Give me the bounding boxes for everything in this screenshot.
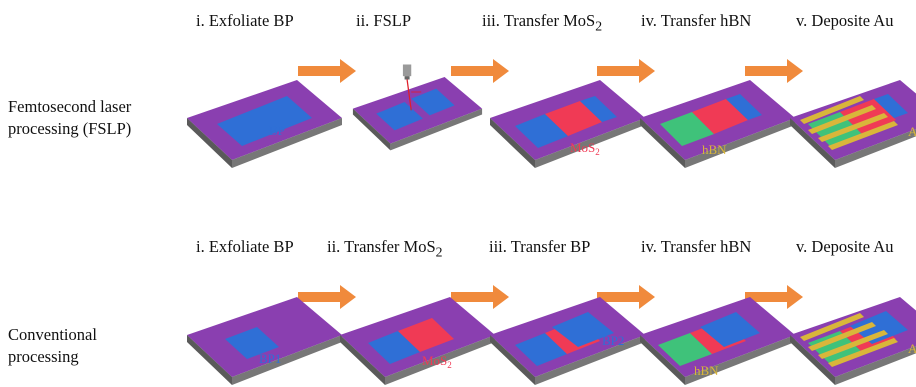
- bp2-flake: [700, 312, 760, 347]
- row-label-fslp: Femtosecond laser processing (FSLP): [8, 96, 131, 140]
- step-label: i. Exfoliate BP: [196, 11, 294, 30]
- device-deposit-au: Au: [790, 80, 916, 168]
- bp1-flake: [225, 327, 279, 359]
- au-electrode: [818, 330, 888, 359]
- substrate-side: [340, 335, 385, 385]
- row-label-line: Femtosecond laser: [8, 97, 132, 116]
- device-conv-transfer-hbn: hBN: [640, 297, 795, 385]
- step-label: v. Deposite Au: [796, 237, 894, 256]
- substrate-side: [352, 108, 391, 151]
- mos2-tag: MoS2: [422, 353, 452, 370]
- device-transfer-bp2: BP2: [490, 297, 645, 385]
- au-tag: Au: [908, 124, 916, 139]
- bp2-flake: [552, 312, 614, 347]
- au-electrode: [800, 313, 864, 341]
- objective-lens: [402, 64, 412, 77]
- substrate-side: [390, 108, 483, 151]
- hbn-tag: hBN: [694, 363, 719, 378]
- substrate-side: [535, 335, 645, 385]
- mos2-tag: MoS2: [570, 140, 600, 157]
- step-label: ii. FSLP: [356, 11, 412, 30]
- step-label: iv. Transfer hBN: [641, 11, 752, 30]
- mos2-flake: [398, 318, 454, 352]
- device-transfer-mos2: MoS2: [490, 80, 645, 168]
- device-exfoliate-bp: BP: [187, 80, 342, 168]
- au-electrode: [808, 322, 876, 351]
- mos2-flake: [692, 99, 748, 134]
- process-arrow: [298, 285, 356, 309]
- substrate-side: [790, 335, 835, 385]
- step-label: ii. Transfer MoS2: [327, 237, 443, 260]
- substrate-side: [232, 335, 342, 385]
- process-arrow: [451, 59, 509, 83]
- step-label: v. Deposite Au: [796, 11, 894, 30]
- bp-flake-right: [411, 88, 455, 116]
- row-label-conventional: Conventional processing: [8, 324, 97, 368]
- process-arrow: [745, 285, 803, 309]
- objective-tip: [404, 76, 410, 80]
- substrate-side: [490, 118, 535, 168]
- substrate-side: [187, 335, 232, 385]
- bp-flake: [217, 96, 312, 146]
- hbn-tag: hBN: [702, 142, 727, 157]
- substrate-side: [790, 118, 835, 168]
- substrate-side: [685, 335, 795, 385]
- au-electrode: [808, 105, 876, 134]
- substrate: [352, 77, 483, 144]
- step-label: iv. Transfer hBN: [641, 237, 752, 256]
- substrate-side: [535, 118, 645, 168]
- au-tag: Au: [908, 341, 916, 356]
- bp2-flake: [850, 311, 908, 344]
- process-arrow: [298, 59, 356, 83]
- device-fslp: [352, 64, 483, 151]
- step-label: i. Exfoliate BP: [196, 237, 294, 256]
- substrate-side: [640, 118, 685, 168]
- row-label-line: Conventional: [8, 325, 97, 344]
- bp-flake: [874, 94, 908, 118]
- substrate-side: [835, 346, 916, 385]
- substrate-side: [685, 118, 795, 168]
- substrate-side: [385, 335, 495, 385]
- process-arrow: [597, 59, 655, 83]
- substrate-side: [187, 118, 232, 168]
- substrate-side: [640, 335, 685, 385]
- bp-tag: BP: [269, 123, 285, 138]
- process-arrow: [451, 285, 509, 309]
- process-arrow: [745, 59, 803, 83]
- hbn-flake: [658, 333, 712, 366]
- device-exfoliate-bp1: BP1: [187, 297, 342, 385]
- bp-flake: [726, 94, 762, 120]
- au-electrode: [800, 96, 864, 124]
- substrate-side: [232, 118, 342, 168]
- device-conv-transfer-mos2: MoS2: [340, 297, 495, 385]
- row-label-line: processing: [8, 347, 79, 366]
- process-arrow: [597, 285, 655, 309]
- au-electrode: [828, 338, 898, 367]
- substrate-side: [835, 129, 916, 168]
- row-label-line: processing (FSLP): [8, 119, 132, 138]
- mos2-flake: [545, 101, 602, 136]
- au-electrode: [818, 113, 888, 142]
- bp1-flake: [515, 333, 567, 366]
- step-label: iii. Transfer MoS2: [482, 11, 603, 34]
- device-conv-deposit-au: Au: [790, 297, 916, 385]
- substrate-side: [490, 335, 535, 385]
- bp1-flake: [368, 331, 420, 364]
- device-transfer-hbn: hBN: [640, 80, 795, 168]
- bp-flake-left: [515, 114, 568, 148]
- bp-flake-right: [580, 96, 617, 122]
- step-label: iii. Transfer BP: [489, 237, 591, 256]
- bp1-tag: BP1: [259, 351, 281, 366]
- bp2-tag: BP2: [602, 333, 624, 348]
- au-electrode: [828, 121, 898, 150]
- laser-beam: [406, 79, 412, 111]
